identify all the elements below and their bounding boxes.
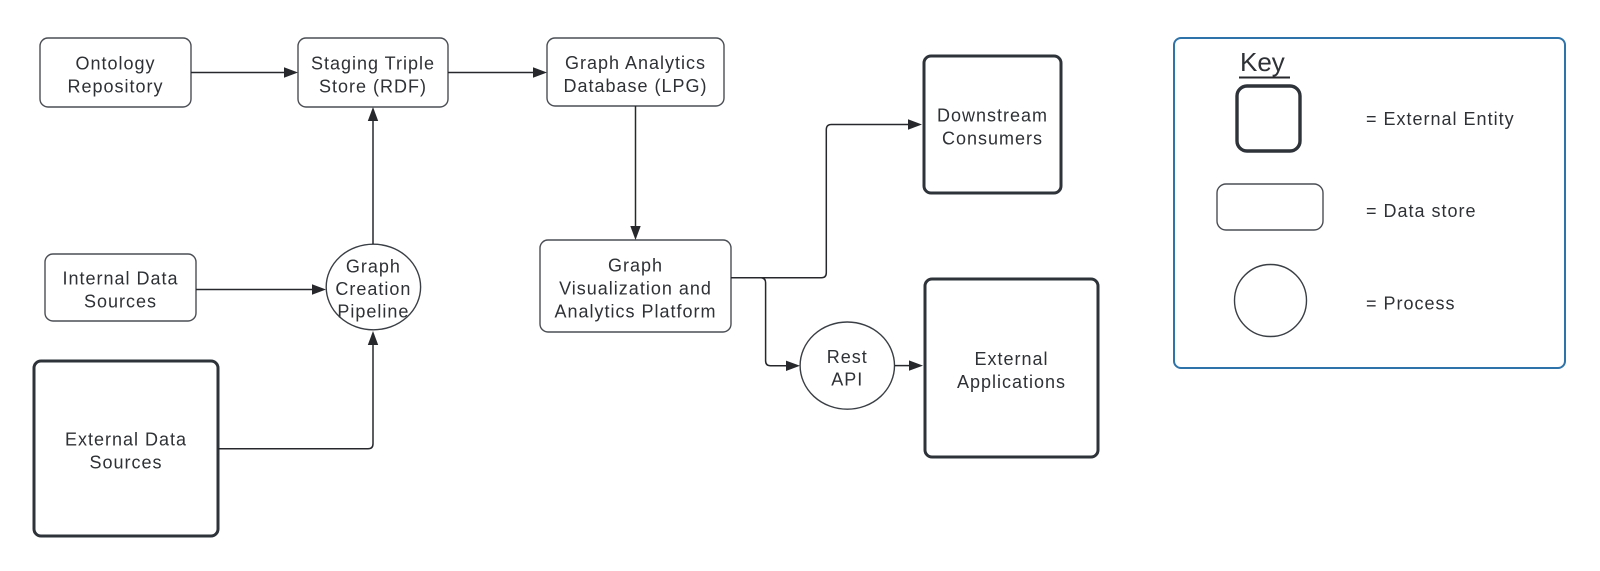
- svg-text:Store (RDF): Store (RDF): [319, 77, 427, 97]
- svg-text:Staging Triple: Staging Triple: [311, 54, 435, 74]
- svg-text:Database (LPG): Database (LPG): [563, 76, 707, 96]
- svg-text:Internal Data: Internal Data: [62, 269, 178, 289]
- svg-text:= External Entity: = External Entity: [1366, 109, 1515, 129]
- svg-text:Sources: Sources: [84, 292, 157, 312]
- svg-text:Sources: Sources: [89, 453, 162, 473]
- svg-text:Rest: Rest: [827, 347, 868, 367]
- svg-text:External: External: [974, 349, 1048, 369]
- svg-text:Analytics Platform: Analytics Platform: [554, 302, 716, 322]
- svg-text:Applications: Applications: [957, 372, 1066, 392]
- svg-text:Ontology: Ontology: [75, 54, 155, 74]
- svg-text:Visualization and: Visualization and: [559, 279, 712, 299]
- svg-text:Graph: Graph: [608, 256, 663, 276]
- svg-text:= Data store: = Data store: [1366, 201, 1477, 221]
- svg-text:Graph Analytics: Graph Analytics: [565, 53, 706, 73]
- svg-text:API: API: [831, 370, 863, 390]
- svg-text:Repository: Repository: [67, 77, 163, 97]
- svg-text:= Process: = Process: [1366, 294, 1456, 314]
- svg-text:Downstream: Downstream: [937, 106, 1048, 126]
- svg-text:Graph: Graph: [346, 257, 401, 277]
- svg-text:Consumers: Consumers: [942, 129, 1043, 149]
- svg-text:Creation: Creation: [335, 279, 411, 299]
- svg-text:Pipeline: Pipeline: [337, 302, 409, 322]
- svg-text:Key: Key: [1240, 47, 1285, 77]
- svg-text:External Data: External Data: [65, 430, 187, 450]
